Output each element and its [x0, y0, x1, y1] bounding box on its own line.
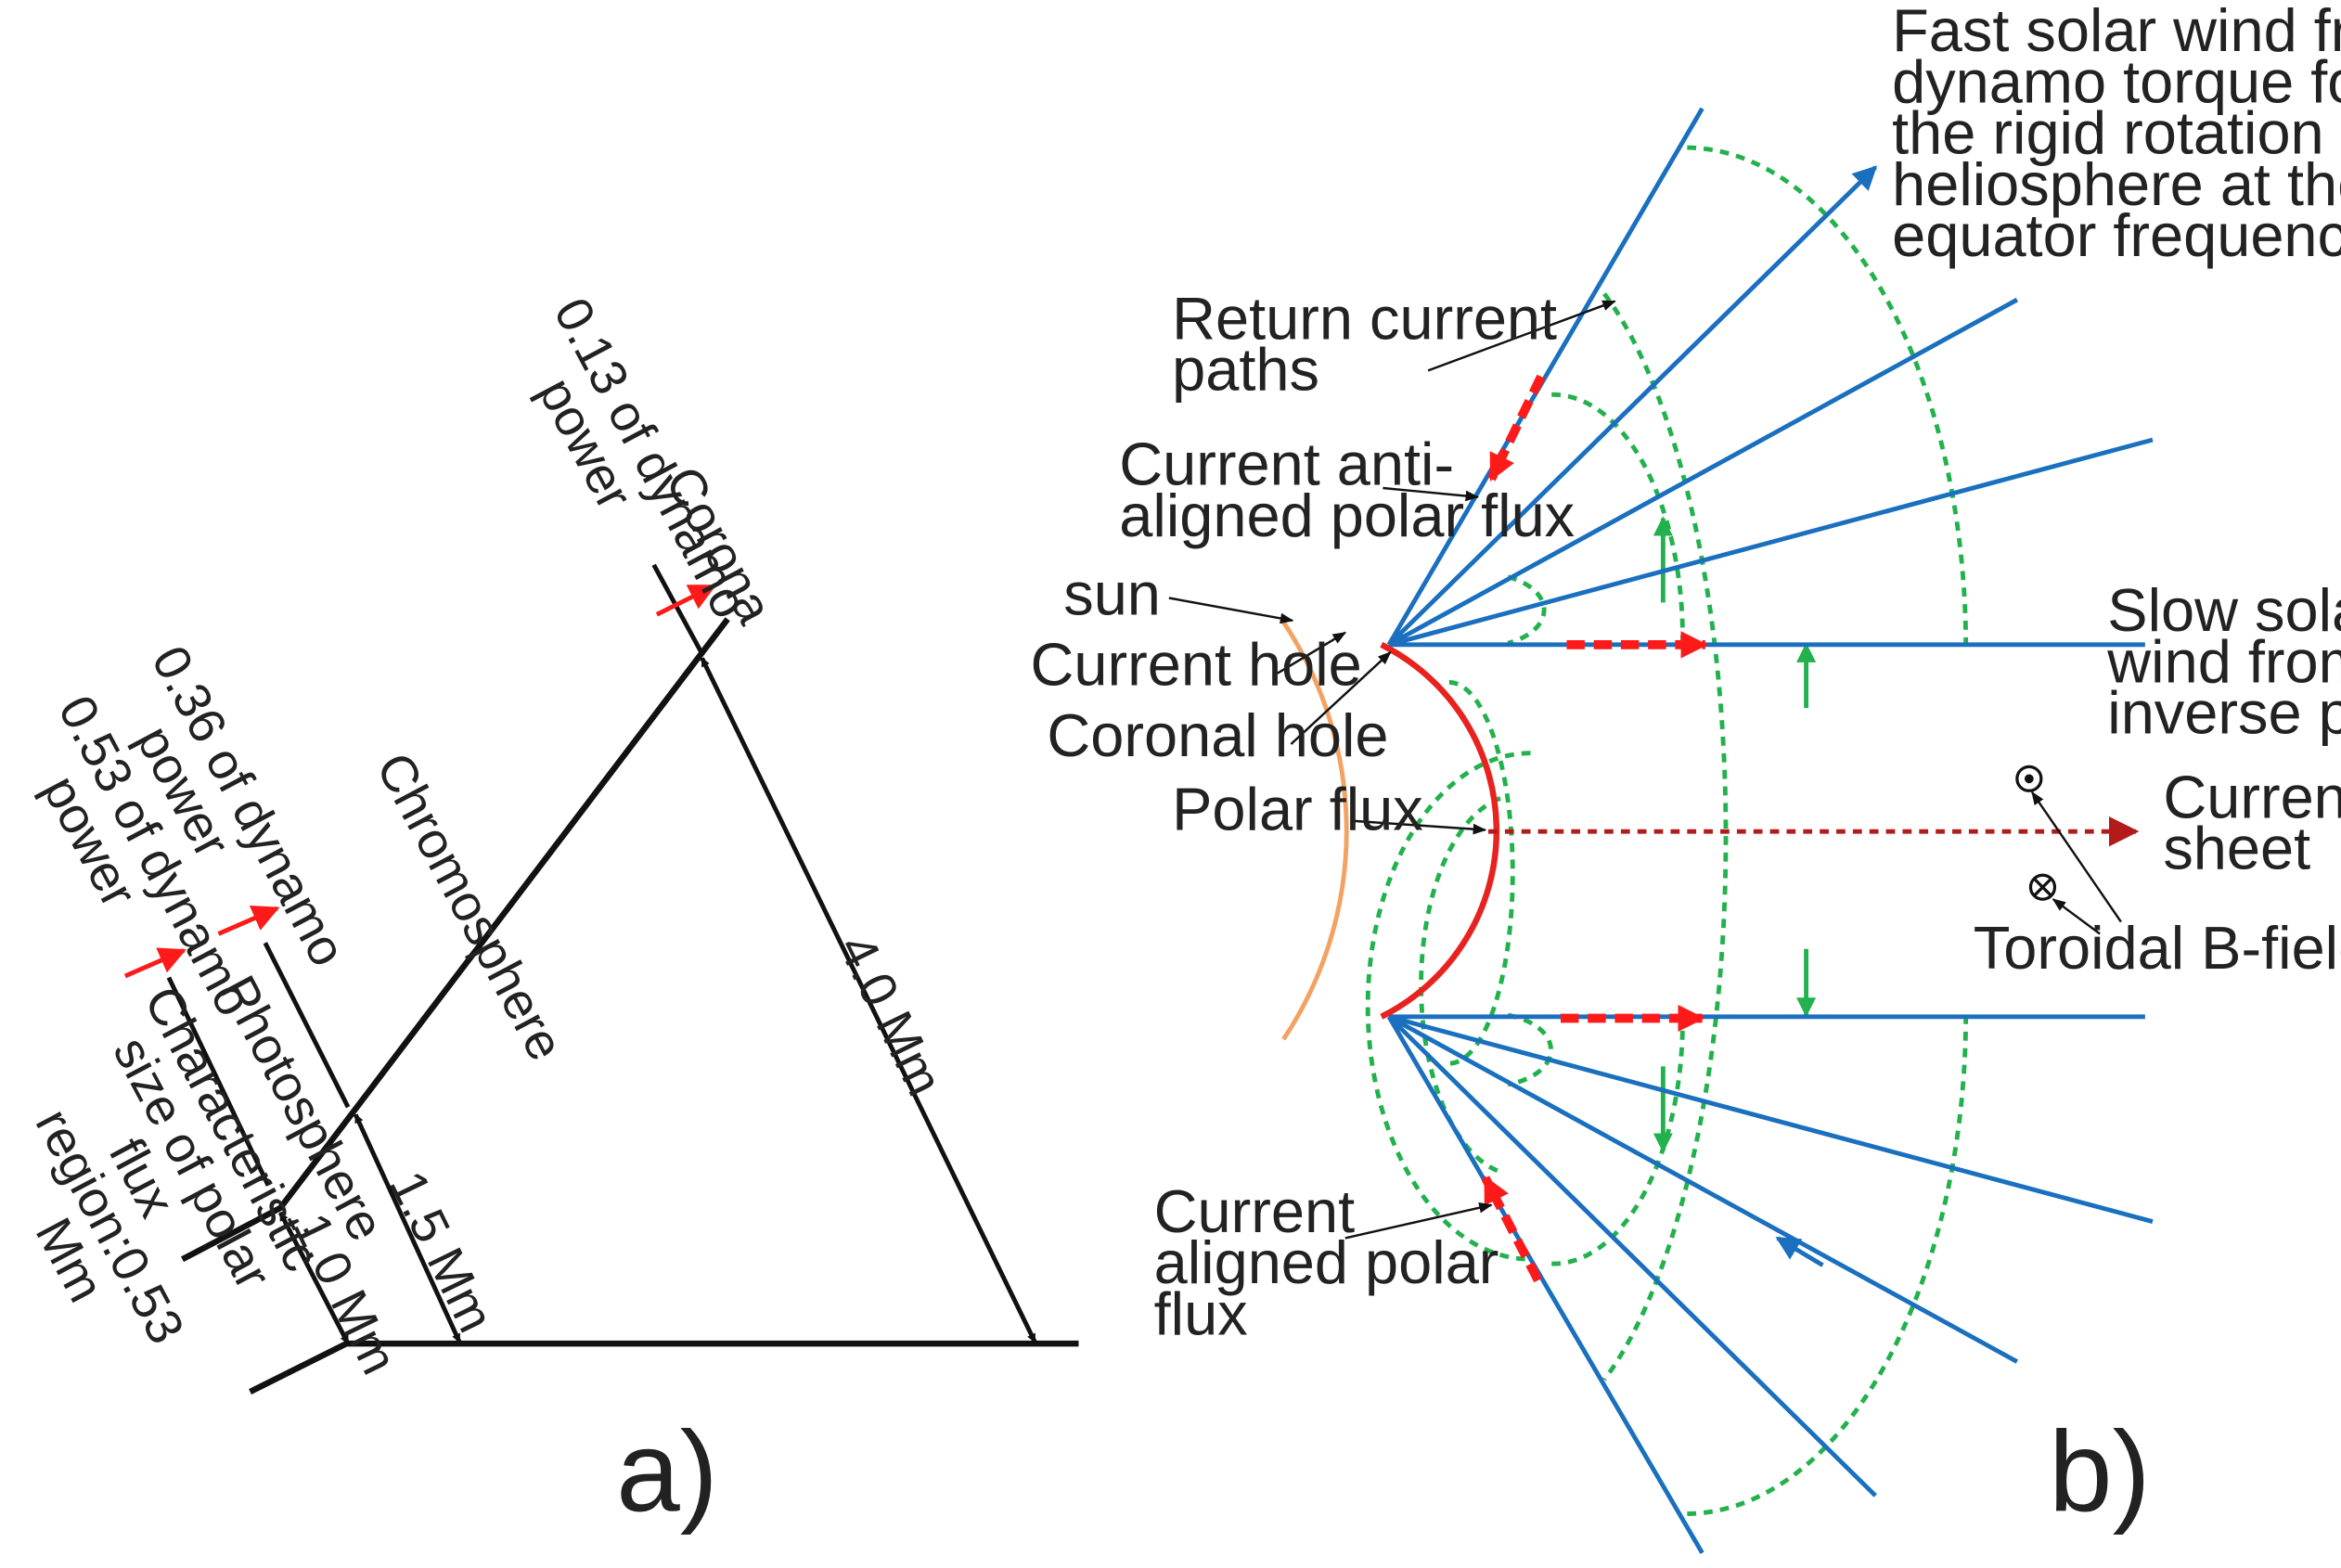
dimension-4-0-label: 4.0 Mm — [828, 926, 954, 1105]
cross-into-page-icon — [2028, 873, 2057, 901]
current-loop-6 — [1687, 1015, 1969, 1516]
polar-flux-label: Polar flux — [1172, 776, 1423, 843]
fast-wind-line-1: Fast solar wind from — [1892, 0, 2341, 64]
chromosphere-label: Chromosphere — [366, 743, 575, 1069]
leader-current-hole — [1277, 631, 1347, 675]
panel-a — [123, 563, 1079, 1394]
fast-wind-line-5: equator frequency — [1892, 201, 2341, 269]
return-current-line-2: paths — [1172, 335, 1319, 403]
panel-b-labels: Fast solar wind from dynamo torque forci… — [1031, 0, 2341, 1536]
leader-toroidal-dot — [2031, 790, 2122, 923]
chromosphere-line — [181, 617, 730, 1263]
field-line-bottom-1 — [1388, 1014, 2154, 1224]
current-sheet-line-1: Current — [2163, 764, 2341, 831]
field-line-bottom-3 — [1387, 1015, 1877, 1497]
return-current-line-1: Return current — [1172, 284, 1557, 352]
current-arrow-lower-return — [1481, 1175, 1542, 1283]
leader-toroidal-cross — [2052, 898, 2101, 935]
dimension-arrow-4-0 — [700, 657, 1037, 1343]
toroidal-label: Toroidal B-field — [1974, 914, 2341, 982]
leader-sun — [1168, 597, 1294, 624]
panel-a-labels: Corona 0.13 of dynamo power Chromosphere… — [24, 289, 954, 1536]
slow-wind-line-1: Slow solar — [2107, 576, 2341, 644]
field-line-bottom-2 — [1387, 1014, 2019, 1364]
anti-aligned-line-1: Current anti- — [1119, 431, 1454, 498]
anti-aligned-line-2: aligned polar flux — [1119, 482, 1575, 549]
current-hole-label: Current hole — [1031, 631, 1362, 699]
current-loop-10 — [1551, 1015, 1685, 1266]
leader-return-current — [1427, 300, 1616, 372]
fast-wind-line-2: dynamo torque forcing — [1892, 47, 2341, 115]
current-loop-5 — [1687, 145, 1969, 644]
aligned-line-3: flux — [1154, 1279, 1248, 1347]
leader-lines — [1168, 300, 2122, 1240]
aligned-line-2: aligned polar — [1154, 1228, 1499, 1296]
leader-coronal-hole — [1290, 650, 1392, 745]
coronal-hole-label: Coronal hole — [1047, 701, 1388, 769]
field-line-top-3 — [1387, 297, 2019, 647]
photosphere-line — [263, 942, 351, 1109]
field-lines — [1386, 107, 2154, 1554]
fast-wind-label: Fast solar wind from dynamo torque forci… — [1892, 0, 2341, 269]
current-loop-1 — [1448, 679, 1515, 1066]
current-loop-7 — [1507, 574, 1547, 646]
field-line-top-2 — [1387, 165, 1878, 647]
dot-out-of-page-icon — [2015, 765, 2043, 792]
dimension-arrow-1-0 — [277, 1211, 351, 1345]
field-inflow-arrow — [1775, 1236, 1824, 1267]
fast-wind-line-3: the rigid rotation of the — [1892, 99, 2341, 167]
dimension-1-0-label: 1.0 Mm — [282, 1204, 408, 1383]
current-loop-9 — [1551, 392, 1685, 644]
leader-aligned — [1344, 1202, 1493, 1240]
aligned-line-1: Current — [1154, 1177, 1355, 1245]
current-path-arrows — [1481, 374, 1708, 1283]
sun-label: sun — [1063, 559, 1161, 627]
sun-surface — [1281, 621, 1349, 1041]
corona-line — [651, 563, 704, 655]
field-line-top-4 — [1388, 437, 2154, 648]
panel-a-label: a) — [616, 1407, 718, 1536]
panel-b-label: b) — [2049, 1407, 2151, 1536]
current-loop-4 — [1602, 292, 1729, 1382]
corona-power-label: 0.13 of dynamo power — [528, 289, 760, 627]
dimension-1-5-label: 1.5 Mm — [379, 1162, 505, 1341]
leader-polar-flux — [1352, 819, 1487, 835]
fast-wind-line-4: heliosphere at the solar — [1892, 150, 2341, 218]
dimension-arrow-1-5 — [354, 1113, 462, 1343]
slow-wind-line-2: wind from — [2106, 627, 2341, 695]
field-line-top-1 — [1386, 107, 1704, 647]
leader-anti-aligned — [1383, 486, 1480, 502]
characteristic-size-line — [166, 976, 271, 1187]
current-arrow-upper-return — [1486, 374, 1546, 482]
toroidal-symbols — [2015, 765, 2057, 901]
photo-power-arrow — [123, 947, 187, 979]
current-loop-8 — [1507, 1012, 1553, 1087]
corona-power-arrow — [655, 584, 717, 617]
chromo-power-arrow — [217, 906, 280, 936]
current-loop-3 — [1365, 751, 1531, 1262]
current-sheet-line-2: sheet — [2163, 815, 2310, 882]
slow-wind-line-3: inverse pinch — [2107, 679, 2341, 747]
field-line-bottom-4 — [1386, 1015, 1704, 1554]
